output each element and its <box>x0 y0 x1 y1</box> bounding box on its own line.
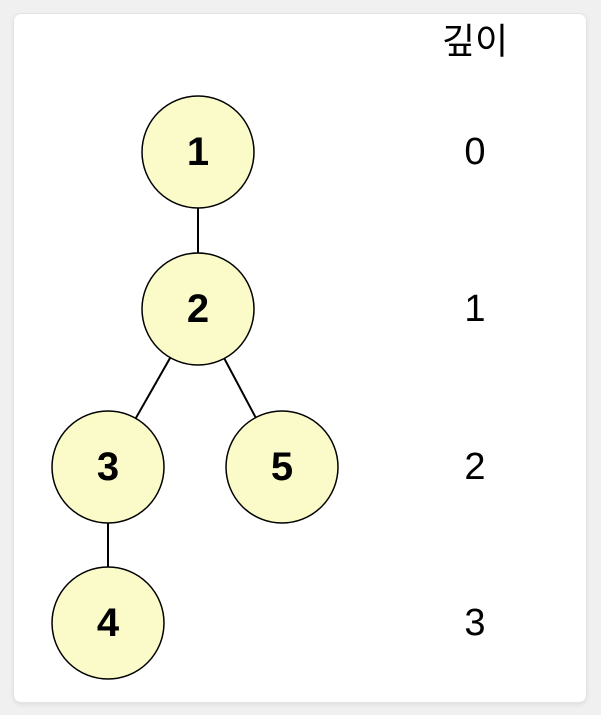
depth-value-3: 3 <box>464 602 485 644</box>
depth-value-1: 1 <box>464 288 485 330</box>
tree-node-2 <box>141 252 255 366</box>
depth-column-header: 깊이 <box>442 21 508 62</box>
tree-node-label-5: 5 <box>271 445 293 489</box>
diagram-card: 1 2 3 5 4 깊이 0 1 2 3 <box>13 13 587 703</box>
tree-node-label-4: 4 <box>97 601 120 645</box>
depth-value-0: 0 <box>464 131 485 173</box>
depth-value-2: 2 <box>464 446 485 488</box>
tree-diagram: 1 2 3 5 4 깊이 0 1 2 3 <box>51 21 508 680</box>
tree-node-1 <box>141 95 255 209</box>
tree-node-5 <box>225 410 339 524</box>
tree-node-label-2: 2 <box>187 287 209 331</box>
tree-node-3 <box>51 410 165 524</box>
tree-node-4 <box>51 566 165 680</box>
tree-node-label-3: 3 <box>97 445 119 489</box>
tree-node-label-1: 1 <box>187 130 209 174</box>
